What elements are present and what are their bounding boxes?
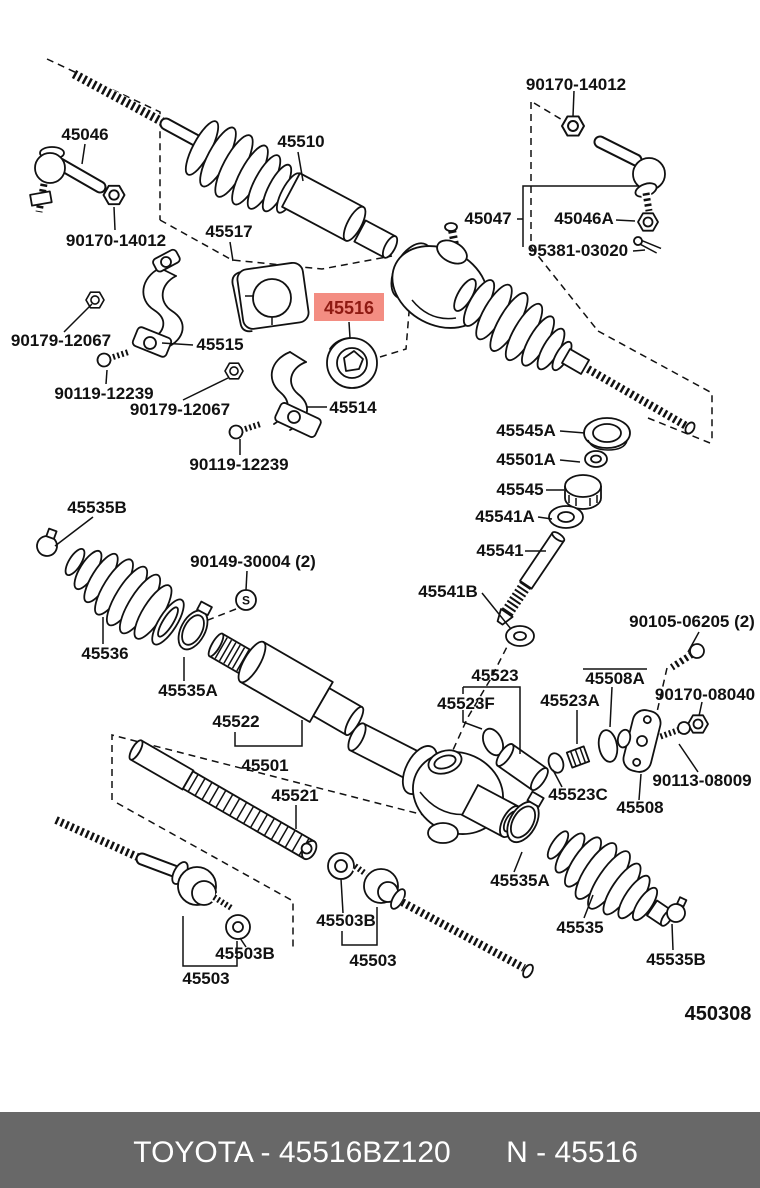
bearing-45545a: [583, 417, 631, 451]
inner-tie-rod-center: [327, 852, 534, 979]
label-90119-12239-b: 90119-12239: [189, 455, 288, 474]
label-45503-b: 45503: [349, 951, 396, 970]
boot-45536: [60, 544, 185, 649]
cover-45508: [616, 709, 662, 773]
label-45535a-a: 45535A: [158, 681, 218, 700]
label-45545a: 45545A: [496, 421, 556, 440]
boot-45510: [180, 117, 399, 259]
label-95381-03020: 95381-03020: [528, 241, 628, 260]
label-90179-12067-b: 90179-12067: [130, 400, 230, 419]
tie-rod-end-45046: [29, 146, 126, 213]
tie-rod-end-right: [561, 115, 666, 254]
label-90170-08040: 90170-08040: [655, 685, 755, 704]
rack-bar-45521: [128, 739, 318, 861]
label-45523: 45523: [471, 666, 518, 685]
tube-45523: [495, 743, 549, 792]
rack-housing-45501: [237, 640, 365, 736]
dashed-guides: [46, 58, 713, 948]
label-45508a: 45508A: [585, 669, 645, 688]
bearing-45545: [564, 474, 602, 510]
label-45535: 45535: [556, 918, 603, 937]
s-marker: S: [235, 589, 257, 611]
label-45523f: 45523F: [437, 694, 495, 713]
label-45515: 45515: [196, 335, 243, 354]
clamp-45535a-top: [177, 600, 213, 651]
label-45535a-b: 45535A: [490, 871, 550, 890]
label-45517: 45517: [205, 222, 252, 241]
boot-45535: [542, 827, 674, 927]
label-45503b-a: 45503B: [316, 911, 376, 930]
banner-background: [0, 1112, 760, 1188]
label-45521: 45521: [271, 786, 318, 805]
label-45536: 45536: [81, 644, 128, 663]
o-ring-45523c: [547, 752, 565, 774]
clamp-45535b-bottom: [666, 896, 688, 923]
label-90119-12239-a: 90119-12239: [54, 384, 153, 403]
inner-tie-rod-left: [53, 815, 251, 940]
grommet-45517: [231, 261, 310, 333]
label-45501a: 45501A: [496, 450, 556, 469]
banner-part-ref: N - 45516: [506, 1136, 638, 1169]
label-45541: 45541: [476, 541, 523, 560]
label-45508: 45508: [616, 798, 663, 817]
leader-lines: [54, 90, 703, 967]
label-90105-06205: 90105-06205 (2): [629, 612, 755, 631]
label-90170-14012-a: 90170-14012: [526, 75, 626, 94]
clamp-45535b-top: [36, 527, 58, 557]
label-45503b-b: 45503B: [215, 944, 275, 963]
washer-45541b: [505, 625, 535, 647]
figure-code: 450308: [685, 1003, 752, 1025]
label-45535b-b: 45535B: [646, 950, 706, 969]
bolt-90105-06205: [669, 643, 705, 671]
grommet-45516: [326, 337, 378, 389]
bolt-90119-12239-a: [96, 349, 130, 368]
nut-90170-08040: [687, 714, 709, 734]
part-labels: 90170-14012 45046 45510 90170-14012 4551…: [11, 75, 755, 988]
label-45503-a: 45503: [182, 969, 229, 988]
bracket-45515: [131, 248, 184, 358]
label-90149-30004: 90149-30004 (2): [190, 552, 316, 571]
label-45523a: 45523A: [540, 691, 600, 710]
bolt-90113-08009: [658, 721, 691, 740]
pinion-shaft-45541: [496, 531, 566, 626]
cotter-pin-95381: [633, 236, 662, 254]
bottom-banner: TOYOTA - 45516BZ120 N - 45516: [0, 1112, 760, 1188]
label-90113-08009: 90113-08009: [652, 771, 751, 790]
label-45046a: 45046A: [554, 209, 614, 228]
highlighted-part-callout: 45516: [314, 293, 384, 321]
label-45541a: 45541A: [475, 507, 535, 526]
label-45514: 45514: [329, 398, 377, 417]
bushing-45501a: [584, 450, 608, 468]
label-45523c: 45523C: [548, 785, 608, 804]
nut-90170-14012-top: [561, 115, 585, 137]
highlight-box: [314, 293, 384, 321]
label-45516-highlighted: 45516: [324, 298, 374, 318]
label-45510: 45510: [277, 132, 324, 151]
nut-90179-12067-a: [85, 291, 105, 309]
spring-seat-45523a: [565, 745, 591, 769]
label-45545: 45545: [496, 480, 543, 499]
label-45046: 45046: [61, 125, 108, 144]
bolt-90119-12239-b: [228, 421, 262, 440]
clamp-45535a-bottom: [506, 790, 545, 844]
boot-right-and-rack-end: [448, 276, 696, 435]
s-marker-text: S: [242, 594, 250, 608]
nut-90170-14012-left: [102, 184, 126, 206]
label-45522: 45522: [212, 712, 259, 731]
label-45501: 45501: [241, 756, 288, 775]
washer-45541a: [548, 505, 584, 529]
banner-brand-part: TOYOTA - 45516BZ120: [133, 1136, 450, 1169]
label-90179-12067-a: 90179-12067: [11, 331, 111, 350]
label-45047: 45047: [464, 209, 511, 228]
gasket-45508a: [597, 729, 619, 763]
nut-45046a: [637, 212, 659, 232]
label-45541b: 45541B: [418, 582, 478, 601]
nut-90179-12067-b: [224, 362, 244, 380]
label-90170-14012-b: 90170-14012: [66, 231, 166, 250]
bracket-45514: [270, 351, 322, 438]
label-45535b-a: 45535B: [67, 498, 127, 517]
